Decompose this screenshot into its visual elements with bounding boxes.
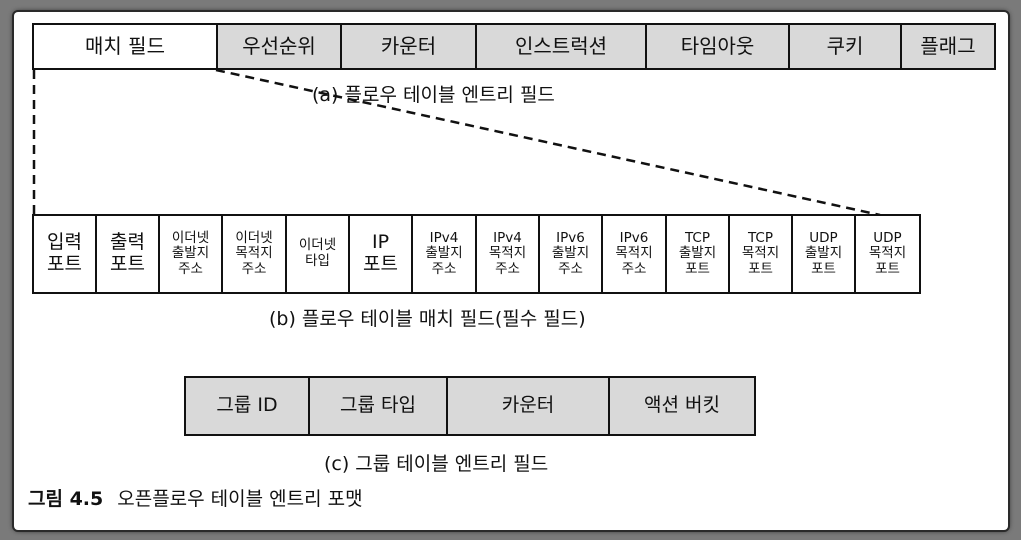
group-field-type: 그룹 타입 — [310, 378, 448, 434]
group-field-counter: 카운터 — [448, 378, 610, 434]
flow-field-flag: 플래그 — [920, 34, 976, 58]
match-field-udp-src: UDP 출발지 포트 — [793, 216, 856, 292]
group-field-action-bucket: 액션 버킷 — [644, 394, 720, 417]
caption-b: (b) 플로우 테이블 매치 필드(필수 필드) — [269, 308, 586, 330]
connector-right — [215, 68, 881, 217]
match-field-ipv4-dst: IPv4 목적지 주소 — [477, 216, 540, 292]
match-field-ip-port: IP 포트 — [350, 216, 413, 292]
flow-field-timeout: 타임아웃 — [647, 25, 790, 68]
figure-title: 오픈플로우 테이블 엔트리 포맷 — [117, 488, 363, 510]
figure-frame: 매치 필드 우선순위 카운터 인스트럭션 타임아웃 쿠키 플래그 (a) 플로우… — [14, 12, 1008, 530]
caption-c: (c) 그룹 테이블 엔트리 필드 — [324, 453, 549, 475]
match-field-ipv4-src: IPv4 출발지 주소 — [413, 216, 477, 292]
match-field-in-port: 입력 포트 — [34, 216, 97, 292]
match-field-ipv6-src: IPv6 출발지 주소 — [540, 216, 603, 292]
group-entry-fields-row: 그룹 ID 그룹 타입 카운터 액션 버킷 — [184, 376, 756, 436]
figure-label: 그림 4.5 — [28, 488, 104, 510]
group-field-id: 그룹 ID — [186, 378, 310, 434]
match-field-ipv6-dst: IPv6 목적지 주소 — [603, 216, 667, 292]
match-field-tcp-src: TCP 출발지 포트 — [667, 216, 730, 292]
match-field-tcp-dst: TCP 목적지 포트 — [730, 216, 793, 292]
flow-field-cookie: 쿠키 — [790, 25, 902, 68]
match-field-out-port: 출력 포트 — [97, 216, 160, 292]
match-field-eth-src: 이더넷 출발지 주소 — [160, 216, 223, 292]
flow-field-counter: 카운터 — [342, 25, 477, 68]
figure-caption: 그림 4.5 오픈플로우 테이블 엔트리 포맷 — [28, 484, 363, 511]
match-field-eth-type: 이더넷 타입 — [287, 216, 350, 292]
flow-field-instruction: 인스트럭션 — [477, 25, 647, 68]
flow-field-priority: 우선순위 — [218, 25, 342, 68]
match-field-udp-dst: UDP 목적지 포트 — [868, 229, 907, 277]
caption-a: (a) 플로우 테이블 엔트리 필드 — [312, 84, 555, 106]
zoom-connector-lines — [32, 68, 881, 217]
match-fields-row: 입력 포트 출력 포트 이더넷 출발지 주소 이더넷 목적지 주소 이더넷 타입… — [32, 214, 921, 294]
flow-field-match: 매치 필드 — [34, 25, 218, 68]
match-field-eth-dst: 이더넷 목적지 주소 — [223, 216, 287, 292]
flow-entry-fields-row: 매치 필드 우선순위 카운터 인스트럭션 타임아웃 쿠키 플래그 — [32, 23, 996, 70]
